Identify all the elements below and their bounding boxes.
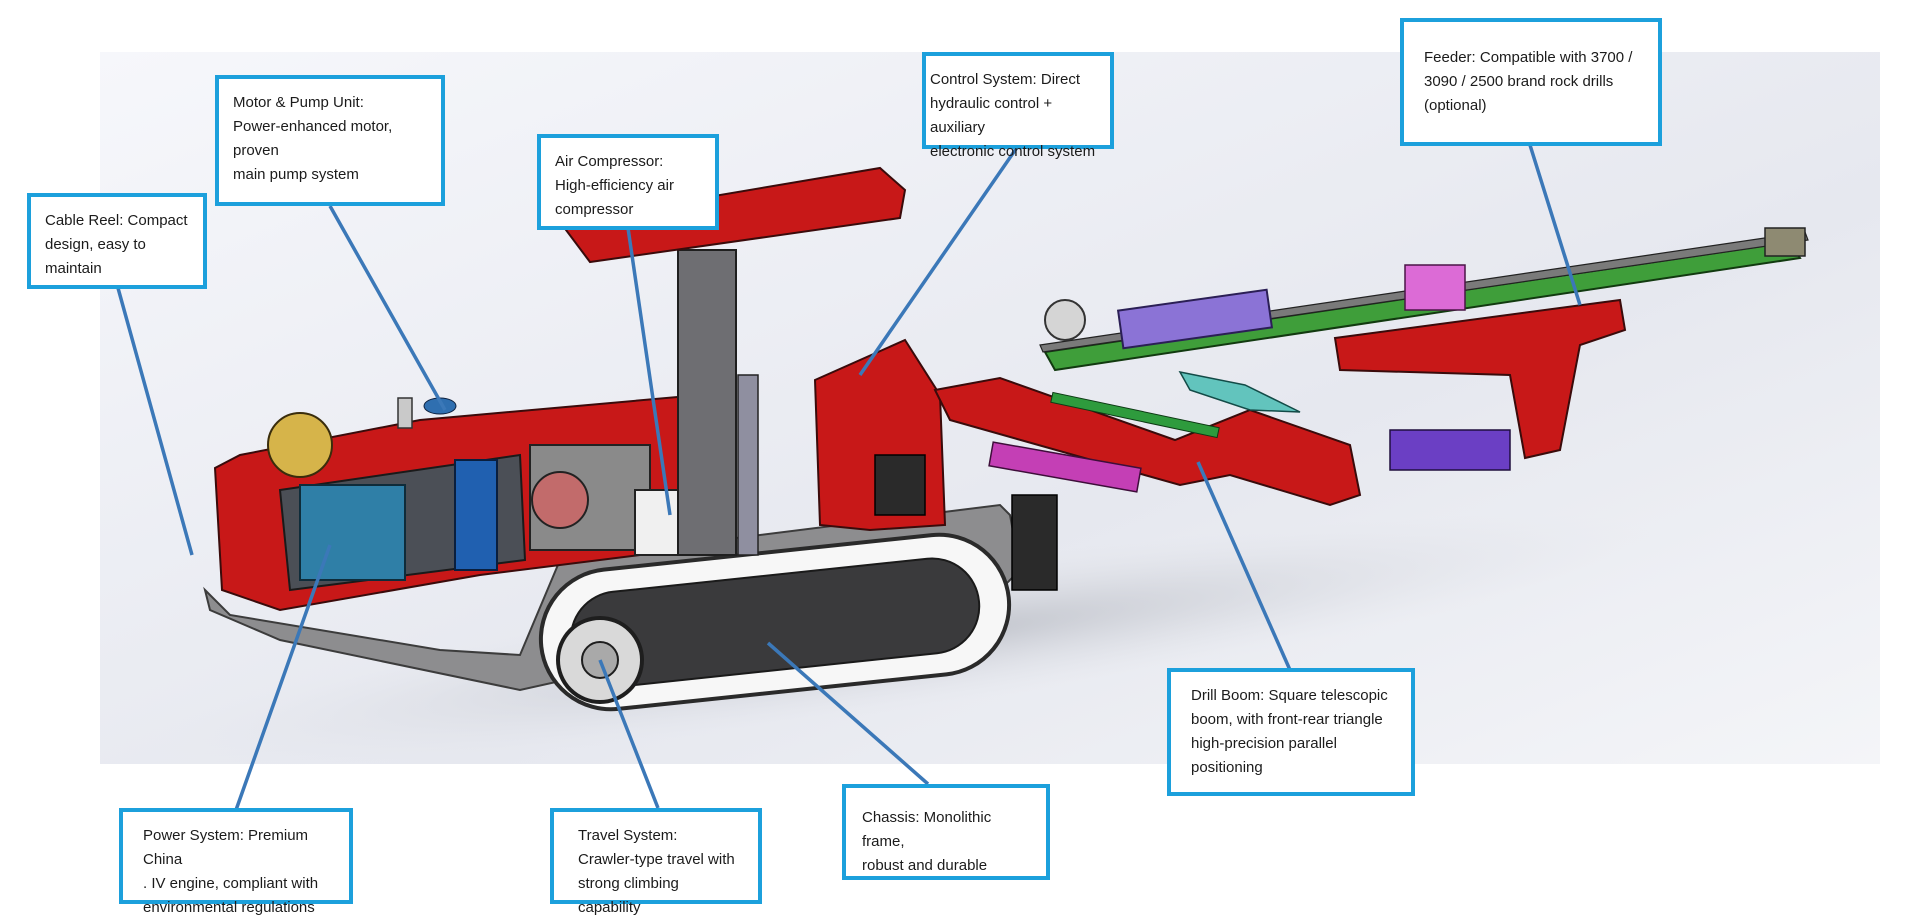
callout-travel-system-text: Travel System: Crawler-type travel with … bbox=[578, 827, 735, 916]
leader-travel-system bbox=[598, 659, 660, 809]
callout-air-compressor: Air Compressor: High-efficiency air comp… bbox=[537, 134, 719, 230]
callout-drill-boom: Drill Boom: Square telescopic boom, with… bbox=[1167, 668, 1415, 796]
cable-reel-drum bbox=[267, 412, 333, 478]
canopy-post bbox=[677, 249, 737, 556]
boom-cylinder-magenta bbox=[988, 441, 1142, 493]
canopy-strut bbox=[737, 374, 759, 556]
leader-drill-boom bbox=[1196, 461, 1292, 671]
callout-chassis: Chassis: Monolithic frame, robust and du… bbox=[842, 784, 1050, 880]
callout-chassis-text: Chassis: Monolithic frame, robust and du… bbox=[862, 809, 992, 874]
canopy-roof bbox=[558, 166, 907, 264]
callout-feeder-text: Feeder: Compatible with 3700 / 3090 / 25… bbox=[1424, 49, 1633, 114]
callout-air-compressor-text: Air Compressor: High-efficiency air comp… bbox=[555, 153, 674, 218]
leader-chassis bbox=[766, 641, 930, 786]
engine-block bbox=[299, 484, 406, 581]
callout-power-system-text: Power System: Premium China . IV engine,… bbox=[143, 827, 319, 916]
rear-step bbox=[1011, 494, 1058, 591]
callout-feeder: Feeder: Compatible with 3700 / 3090 / 25… bbox=[1400, 18, 1662, 146]
boom-cylinder-green bbox=[1050, 391, 1220, 439]
hydraulic-pump bbox=[454, 459, 498, 571]
callout-drill-boom-text: Drill Boom: Square telescopic boom, with… bbox=[1191, 687, 1388, 776]
callout-control-system-text: Control System: Direct hydraulic control… bbox=[930, 71, 1096, 160]
feeder-centralizer bbox=[1404, 264, 1466, 311]
boom-link-teal bbox=[1178, 370, 1301, 413]
leader-feeder bbox=[1528, 144, 1582, 306]
exhaust-pipe bbox=[397, 397, 413, 429]
leader-air-compressor bbox=[626, 227, 672, 516]
leader-lines bbox=[116, 144, 1582, 811]
callout-cable-reel-text: Cable Reel: Compact design, easy to main… bbox=[45, 212, 188, 277]
control-panel bbox=[874, 454, 926, 516]
callout-cable-reel: Cable Reel: Compact design, easy to main… bbox=[27, 193, 207, 289]
drill-rod-reel bbox=[1044, 299, 1086, 341]
leader-motor-pump bbox=[328, 205, 447, 411]
boom-cylinder-purple bbox=[1389, 429, 1511, 471]
callout-motor-pump-text: Motor & Pump Unit: Power-enhanced motor,… bbox=[233, 94, 393, 183]
leader-power-system bbox=[234, 544, 332, 811]
leader-cable-reel bbox=[116, 287, 194, 556]
leader-control-system bbox=[858, 145, 1020, 376]
feeder-tip bbox=[1764, 227, 1806, 257]
rock-drill bbox=[1116, 288, 1274, 350]
callout-power-system: Power System: Premium China . IV engine,… bbox=[119, 808, 353, 916]
callout-travel-system: Travel System: Crawler-type travel with … bbox=[550, 808, 762, 916]
compressor-fan bbox=[531, 471, 589, 529]
feeder-cradle bbox=[1333, 298, 1627, 460]
callout-control-system: Control System: Direct hydraulic control… bbox=[922, 52, 1114, 160]
callout-motor-pump: Motor & Pump Unit: Power-enhanced motor,… bbox=[215, 75, 445, 206]
